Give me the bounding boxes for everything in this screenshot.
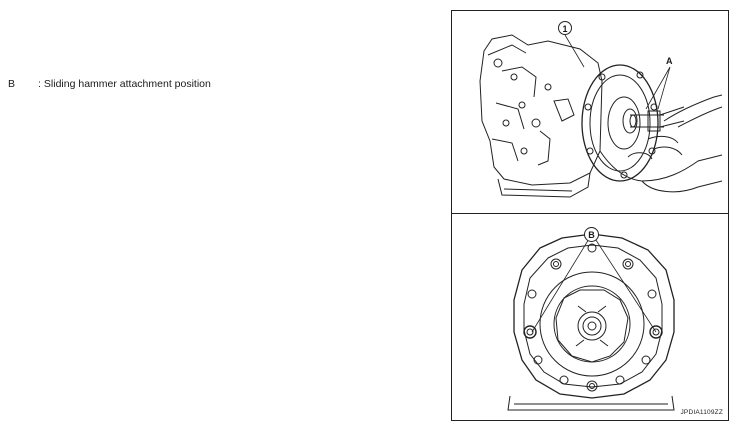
panel-oil-pump-front-view: B JPDIA1109ZZ: [452, 214, 728, 419]
figure-id: JPDIA1109ZZ: [680, 409, 723, 416]
callout-a: A: [666, 56, 673, 66]
panel-divider: [452, 213, 728, 214]
legend-description: Sliding hammer attachment position: [43, 78, 211, 90]
transmission-side-illustration: [479, 34, 723, 198]
oil-pump-front-illustration: [507, 233, 675, 411]
legend-key: B: [8, 78, 16, 90]
illustration-frame: 1 A: [451, 10, 729, 421]
legend-separator: :: [38, 78, 41, 90]
legend-entry-b: B : Sliding hammer attachment position: [8, 78, 211, 90]
panel-transmission-side-view: 1 A: [452, 11, 728, 213]
callout-b: B: [584, 227, 599, 242]
callout-part-1: 1: [558, 21, 572, 35]
